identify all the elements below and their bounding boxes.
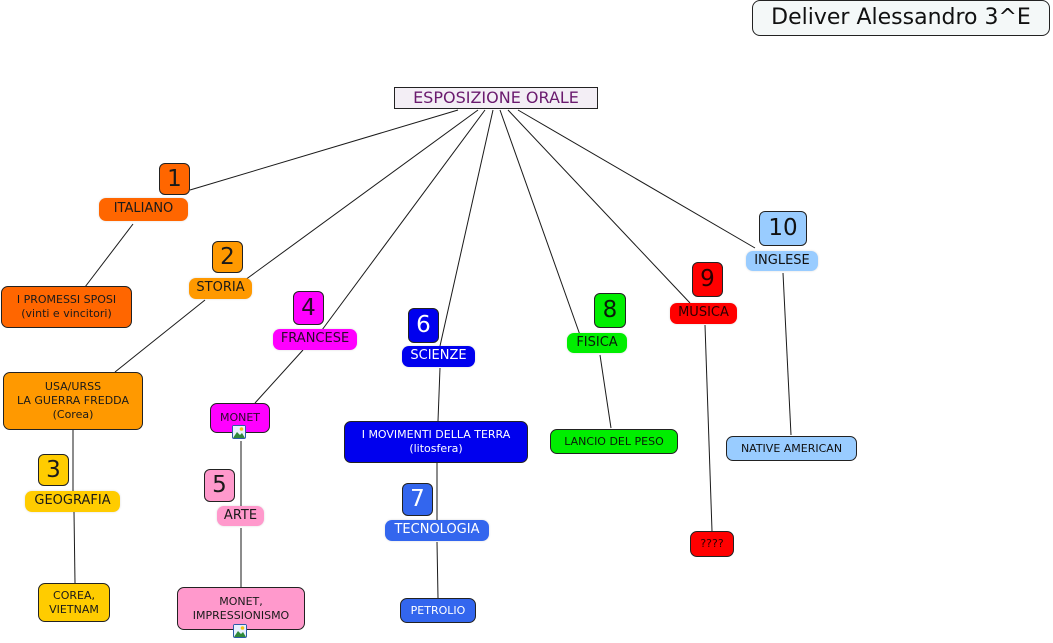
subject-arte[interactable]: ARTE bbox=[217, 506, 264, 526]
link-root-musica bbox=[507, 109, 691, 304]
leaf-corea-vietnam[interactable]: COREA, VIETNAM bbox=[38, 583, 110, 622]
link-italiano-leaf bbox=[84, 223, 134, 288]
link-francese-leaf bbox=[254, 349, 304, 404]
link-root-fisica bbox=[499, 109, 581, 336]
link-musica-leaf bbox=[704, 324, 713, 532]
leaf-movimenti-terra[interactable]: I MOVIMENTI DELLA TERRA (litosfera) bbox=[344, 421, 528, 463]
subject-fisica[interactable]: FISICA bbox=[567, 333, 627, 353]
subject-musica[interactable]: MUSICA bbox=[670, 303, 737, 324]
link-root-italiano bbox=[189, 109, 459, 191]
number-badge-1: 1 bbox=[159, 163, 190, 195]
number-badge-5: 5 bbox=[204, 469, 235, 502]
number-badge-9: 9 bbox=[692, 262, 723, 297]
subject-scienze[interactable]: SCIENZE bbox=[402, 346, 475, 367]
number-badge-3: 3 bbox=[38, 454, 69, 486]
number-badge-7: 7 bbox=[402, 483, 433, 516]
subject-geografia[interactable]: GEOGRAFIA bbox=[25, 491, 120, 512]
leaf-unknown[interactable]: ???? bbox=[690, 531, 734, 557]
root-node-esposizione-orale[interactable]: ESPOSIZIONE ORALE bbox=[394, 87, 598, 109]
link-scienze-leaf bbox=[437, 367, 441, 422]
link-geografia-leaf bbox=[73, 511, 76, 584]
leaf-native-american[interactable]: NATIVE AMERICAN bbox=[726, 436, 857, 461]
link-tecnologia-leaf bbox=[436, 541, 439, 599]
leaf-petrolio[interactable]: PETROLIO bbox=[400, 598, 476, 623]
link-inglese-leaf bbox=[782, 272, 792, 436]
leaf-guerra-fredda[interactable]: USA/URSS LA GUERRA FREDDA (Corea) bbox=[3, 372, 143, 430]
leaf-monet-impressionismo[interactable]: MONET, IMPRESSIONISMO bbox=[177, 587, 305, 630]
link-root-francese bbox=[321, 109, 486, 331]
link-root-inglese bbox=[517, 109, 756, 249]
leaf-promessi-sposi[interactable]: I PROMESSI SPOSI (vinti e vincitori) bbox=[1, 286, 132, 328]
link-root-storia bbox=[244, 109, 479, 281]
subject-tecnologia[interactable]: TECNOLOGIA bbox=[385, 520, 489, 541]
number-badge-10: 10 bbox=[759, 211, 807, 246]
number-badge-6: 6 bbox=[408, 308, 439, 343]
number-badge-2: 2 bbox=[212, 241, 243, 273]
subject-italiano[interactable]: ITALIANO bbox=[99, 198, 188, 221]
image-attachment-icon[interactable] bbox=[232, 425, 246, 439]
subject-inglese[interactable]: INGLESE bbox=[746, 251, 818, 271]
author-name-box: Deliver Alessandro 3^E bbox=[752, 0, 1050, 36]
number-badge-4: 4 bbox=[293, 291, 324, 325]
image-attachment-icon[interactable] bbox=[233, 624, 247, 638]
subject-francese[interactable]: FRANCESE bbox=[273, 329, 357, 350]
link-fisica-leaf bbox=[599, 354, 612, 429]
subject-storia[interactable]: STORIA bbox=[189, 278, 252, 299]
link-root-scienze bbox=[439, 109, 494, 347]
leaf-lancio-del-peso[interactable]: LANCIO DEL PESO bbox=[550, 429, 678, 454]
number-badge-8: 8 bbox=[594, 293, 626, 328]
